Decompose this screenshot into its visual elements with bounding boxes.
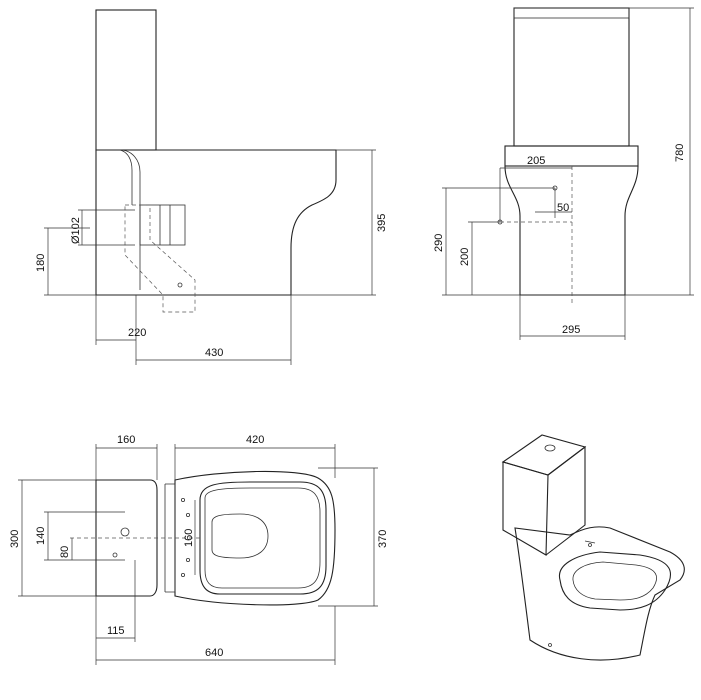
iso-pan xyxy=(514,526,685,661)
dim-outlet-setback: 220 xyxy=(128,327,146,339)
plan-view: 160 420 300 140 80 160 370 115 64 xyxy=(9,434,389,665)
dim-height-290: 290 xyxy=(433,234,445,252)
dim-pan-length: 420 xyxy=(246,434,264,446)
dim-base-width: 295 xyxy=(562,324,580,336)
side-pan-outline xyxy=(95,149,337,296)
dim-outlet-dia: Ø102 xyxy=(70,217,82,244)
dim-160-holes: 160 xyxy=(183,529,195,547)
perspective-view xyxy=(501,434,685,661)
plan-pan-outer xyxy=(174,470,336,606)
side-outlet-connector xyxy=(139,204,186,246)
dim-height-pan: 395 xyxy=(376,214,388,232)
front-seat-rim xyxy=(504,145,639,167)
dim-projection: 430 xyxy=(205,347,223,359)
dim-inlet-offset: 50 xyxy=(557,202,569,214)
front-view: 780 205 50 290 200 295 xyxy=(433,7,694,340)
side-view: Ø102 180 395 220 430 xyxy=(35,9,388,365)
dim-140: 140 xyxy=(35,527,47,545)
dim-outlet-height: 180 xyxy=(35,254,47,272)
plan-seat xyxy=(199,481,327,595)
dim-overall-640: 640 xyxy=(205,647,223,659)
side-back-trap xyxy=(96,149,141,290)
dim-inlet-width: 205 xyxy=(527,155,545,167)
dim-total-height: 780 xyxy=(674,144,686,162)
side-cistern xyxy=(95,9,157,151)
dim-width-370: 370 xyxy=(377,530,389,548)
iso-cistern xyxy=(502,461,549,556)
dim-width-300: 300 xyxy=(9,530,21,548)
plan-cistern xyxy=(95,479,158,597)
front-pedestal xyxy=(504,165,639,296)
dim-80: 80 xyxy=(59,546,71,558)
dim-height-200: 200 xyxy=(459,248,471,266)
front-cistern xyxy=(513,7,630,147)
dim-115: 115 xyxy=(107,625,125,637)
dim-cistern-depth: 160 xyxy=(117,434,135,446)
plan-bowl xyxy=(211,513,269,559)
side-ptrap-pipe xyxy=(124,204,196,313)
iso-seat xyxy=(558,551,672,611)
